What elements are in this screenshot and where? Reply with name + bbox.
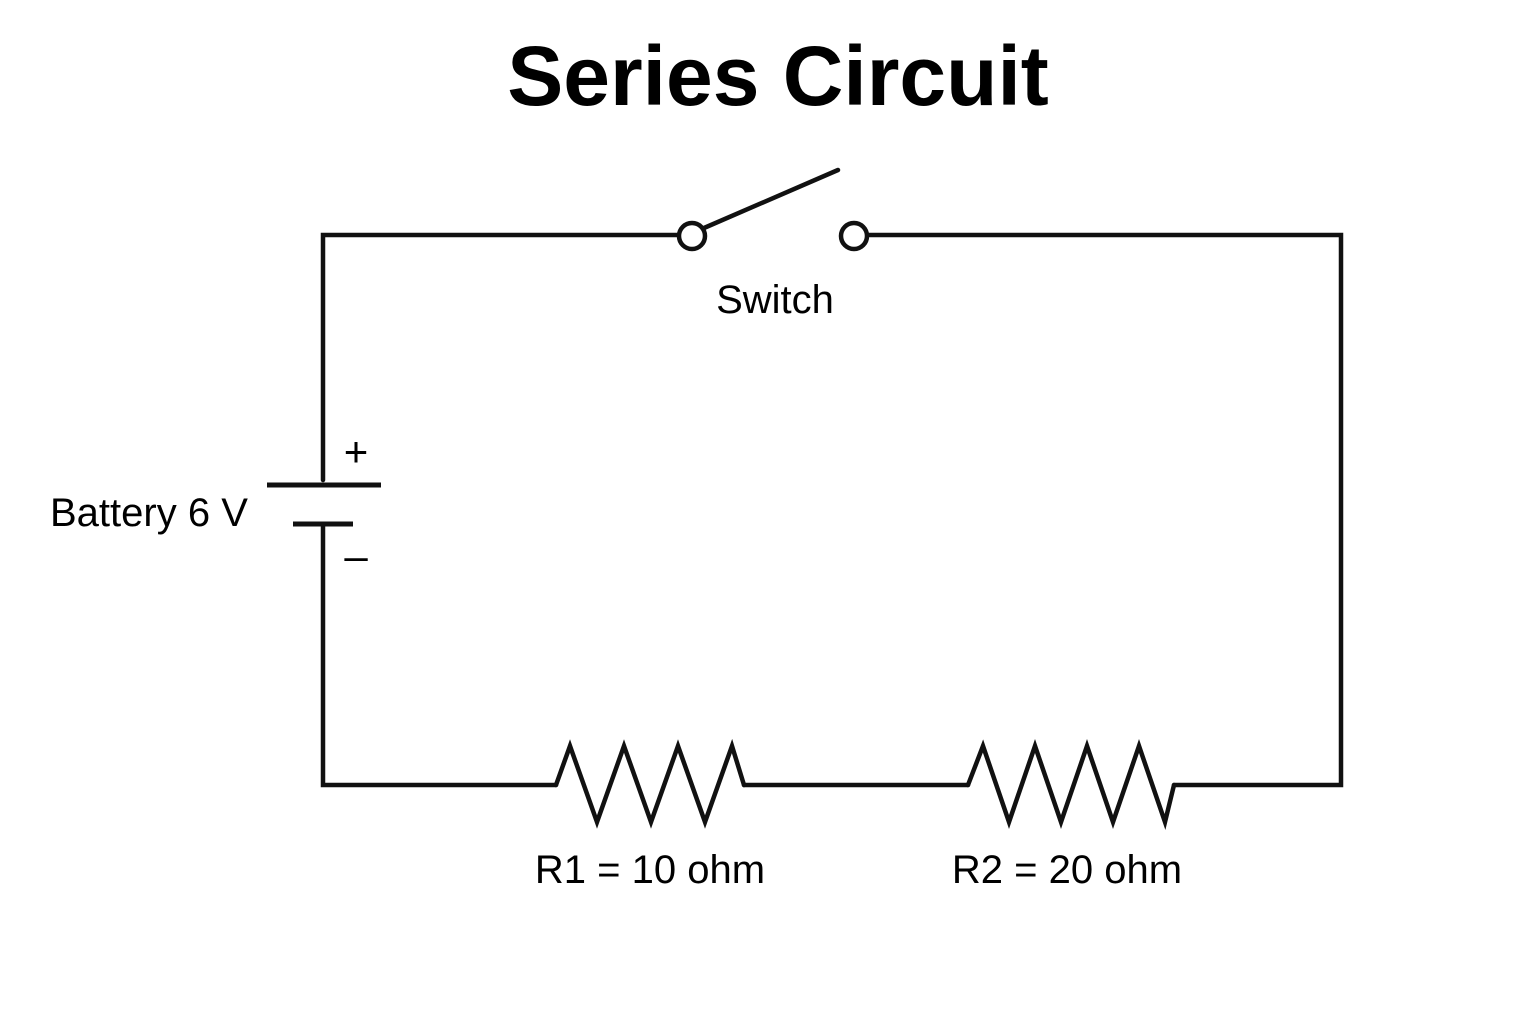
switch-label: Switch (716, 278, 834, 322)
resistor-r2-symbol (965, 739, 1177, 831)
wire-top-left (320, 232, 683, 483)
switch-lever (701, 167, 841, 231)
diagram-title: Series Circuit (507, 29, 1049, 123)
switch-terminal-left (676, 220, 708, 252)
wire-top-right-and-right (865, 232, 1344, 788)
switch-terminal-right (838, 220, 870, 252)
resistor-r2-label: R2 = 20 ohm (952, 848, 1182, 892)
battery-plus-sign: + (344, 428, 369, 475)
resistor-r1-symbol (553, 738, 747, 829)
wire-bottom-left (320, 522, 559, 788)
switch-symbol (676, 167, 870, 252)
battery-symbol (267, 482, 381, 527)
resistor-r1-label: R1 = 10 ohm (535, 848, 765, 892)
battery-minus-sign: – (344, 532, 368, 579)
battery-label: Battery 6 V (50, 491, 248, 535)
